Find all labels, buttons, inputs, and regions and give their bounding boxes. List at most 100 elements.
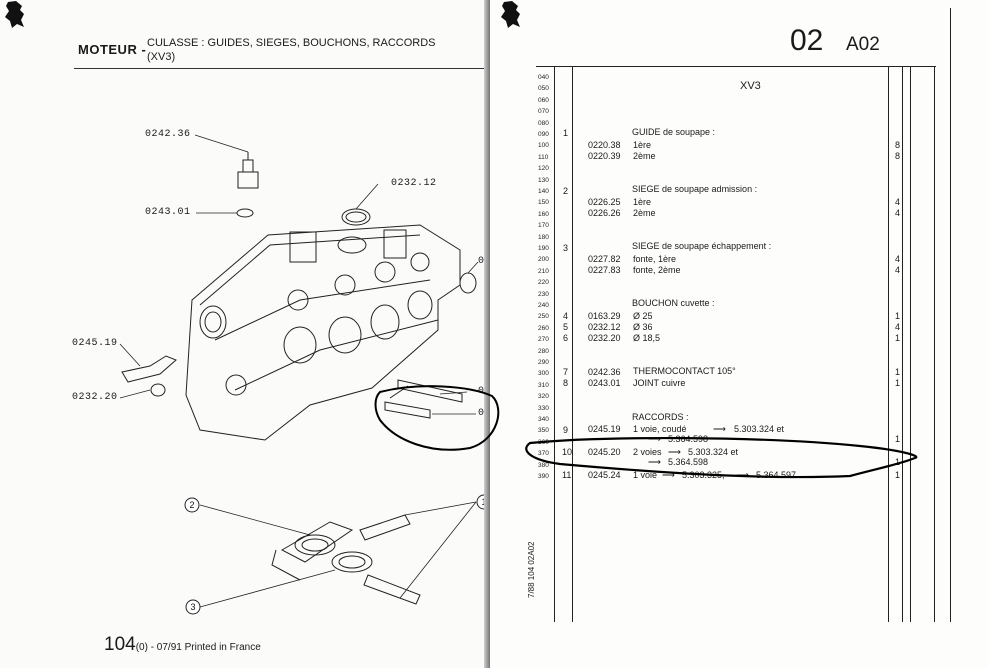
line-number: 380: [538, 461, 549, 469]
line-number: 230: [538, 290, 549, 298]
line-number: 040: [538, 74, 549, 81]
part-qty: 1: [895, 457, 901, 467]
part-desc: Ø 36: [633, 322, 653, 332]
line-number: 200: [538, 256, 549, 264]
footer-print-info: (0) - 07/91 Printed in France: [135, 642, 261, 653]
row-ref: 6: [563, 333, 569, 343]
part-extra: 5.303.325,: [682, 470, 725, 480]
arrow-icon: ⟶: [648, 434, 661, 444]
line-number: 170: [538, 222, 549, 230]
part-desc: 1ère: [633, 197, 652, 207]
part-qty: 1: [895, 434, 901, 444]
line-number: 160: [538, 210, 549, 218]
col-divider: [934, 66, 935, 622]
part-code: 0245.19: [588, 424, 621, 434]
row-heading: SIEGE de soupape échappement :: [632, 241, 772, 251]
line-number: 110: [538, 153, 549, 161]
part-code: 0232.12: [588, 322, 621, 332]
marker-2-text: 2: [189, 500, 194, 510]
part-qty: 4: [895, 265, 901, 275]
part-code: 0226.26: [588, 208, 621, 218]
col-divider: [950, 8, 951, 622]
line-number: 080: [538, 119, 549, 127]
col-divider: [554, 66, 555, 622]
row-ref: 3: [563, 243, 569, 253]
line-number: 190: [538, 245, 549, 252]
callout-0242-36: 0242.36: [145, 129, 191, 140]
row-heading: SIEGE de soupape admission :: [632, 184, 758, 194]
row-ref: 2: [563, 186, 569, 196]
line-number: 120: [538, 165, 549, 173]
part-code: 0163.29: [588, 311, 621, 321]
line-number: 330: [538, 404, 549, 412]
line-number: 370: [538, 450, 549, 458]
row-ref: 5: [563, 322, 569, 332]
part-desc: fonte, 2ème: [633, 265, 681, 275]
part-extra: 5.303.324 et: [688, 447, 739, 457]
part-qty: 1: [895, 378, 901, 388]
line-number: 060: [538, 96, 549, 104]
line-number: 140: [538, 188, 549, 195]
row-ref: 8: [563, 378, 569, 388]
page-code: 02: [790, 24, 824, 57]
page-subtitle: (XV3): [147, 51, 176, 63]
part-code: 0220.38: [588, 140, 621, 150]
part-qty: 8: [895, 140, 901, 150]
part-qty: 1: [895, 311, 901, 321]
row-ref: 9: [563, 425, 569, 435]
line-number: 260: [538, 324, 549, 332]
part-extra: 5.364.597: [756, 470, 797, 480]
part-desc: Ø 18,5: [633, 333, 661, 343]
row-ref: 1: [563, 128, 569, 138]
line-number: 320: [538, 393, 549, 401]
part-code: 0232.20: [588, 333, 621, 343]
part-code: 0245.20: [588, 447, 621, 457]
row-heading: RACCORDS :: [632, 412, 689, 422]
part-extra: 5.364.598: [668, 457, 709, 467]
page-subcode: A02: [846, 34, 880, 55]
col-divider: [910, 66, 911, 622]
arrow-icon: ⟶: [736, 470, 749, 480]
part-desc: 1 voie: [633, 470, 658, 480]
detail-marker-2: [184, 497, 200, 513]
peugeot-lion-logo-right: [501, 1, 520, 28]
page-title: CULASSE : GUIDES, SIEGES, BOUCHONS, RACC…: [147, 37, 436, 49]
line-number: 100: [538, 142, 549, 150]
part-desc: Ø 25: [633, 311, 653, 321]
arrow-icon: ⟶: [662, 470, 675, 480]
callout-0245-19: 0245.19: [72, 338, 118, 349]
marker-3-text: 3: [190, 602, 195, 612]
cylinder-head-diagram: 1 2 3: [119, 134, 490, 615]
line-number: 340: [538, 416, 549, 423]
section-label: MOTEUR -: [78, 42, 147, 57]
line-number: 220: [538, 279, 549, 287]
callout-0232-12: 0232.12: [391, 178, 437, 189]
part-qty: 4: [895, 197, 901, 207]
line-number: 300: [538, 370, 549, 378]
part-qty: 1: [895, 470, 901, 480]
line-number: 270: [538, 336, 549, 344]
part-desc: JOINT cuivre: [633, 378, 686, 388]
row-heading: BOUCHON cuvette :: [632, 298, 715, 308]
part-desc: 1 voie, coudé: [633, 424, 687, 434]
row-ref: 10: [562, 447, 573, 457]
arrow-icon: ⟶: [648, 457, 661, 467]
part-code: 0243.01: [588, 378, 621, 388]
part-desc: 1ère: [633, 140, 652, 150]
line-number: 350: [538, 427, 549, 435]
part-code: 0227.83: [588, 265, 621, 275]
arrow-icon: ⟶: [713, 424, 726, 434]
line-number: 250: [538, 313, 549, 321]
left-page: MOTEUR - CULASSE : GUIDES, SIEGES, BOUCH…: [0, 0, 490, 668]
row-ref: 11: [562, 470, 572, 480]
part-qty: 1: [895, 367, 901, 377]
line-number: 210: [538, 267, 549, 275]
part-desc: fonte, 1ère: [633, 254, 677, 264]
part-desc: 2ème: [633, 151, 656, 161]
column-title: XV3: [740, 80, 761, 92]
part-code: 0226.25: [588, 197, 621, 207]
col-divider: [902, 66, 903, 622]
line-number: 390: [538, 473, 549, 480]
line-number: 180: [538, 233, 549, 241]
